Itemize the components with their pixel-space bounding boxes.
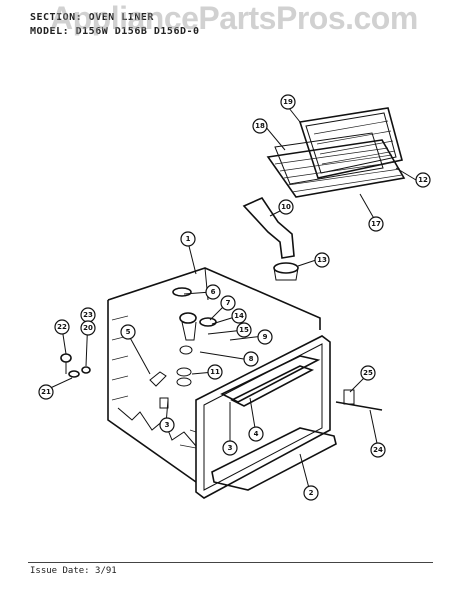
svg-text:22: 22 bbox=[57, 323, 67, 331]
vent-duct bbox=[242, 196, 295, 259]
callout-13: 13 bbox=[314, 252, 330, 268]
svg-text:18: 18 bbox=[255, 122, 265, 130]
svg-text:23: 23 bbox=[83, 311, 93, 319]
callout-22: 22 bbox=[54, 319, 70, 335]
broil-element bbox=[220, 355, 321, 407]
callout-1: 1 bbox=[180, 231, 196, 247]
section-title: SECTION: OVEN LINER bbox=[30, 12, 154, 23]
svg-text:12: 12 bbox=[418, 176, 428, 184]
callout-6: 6 bbox=[205, 284, 221, 300]
oven-rack bbox=[266, 139, 406, 198]
callout-12: 12 bbox=[415, 172, 431, 188]
callout-10: 10 bbox=[278, 199, 294, 215]
svg-text:5: 5 bbox=[126, 328, 131, 336]
callout-3-right: 3 bbox=[222, 440, 238, 456]
callout-20: 20 bbox=[80, 320, 96, 336]
svg-text:20: 20 bbox=[83, 324, 93, 332]
callout-25: 25 bbox=[360, 365, 376, 381]
svg-text:9: 9 bbox=[263, 333, 268, 341]
svg-text:17: 17 bbox=[371, 220, 381, 228]
callout-24: 24 bbox=[370, 442, 386, 458]
model-line: MODEL: D156W D156B D156D-0 bbox=[30, 26, 200, 37]
svg-text:11: 11 bbox=[210, 368, 220, 376]
svg-text:25: 25 bbox=[363, 369, 373, 377]
rod-assembly bbox=[335, 389, 383, 411]
issue-date: Issue Date: 3/91 bbox=[30, 566, 117, 576]
svg-text:19: 19 bbox=[283, 98, 293, 106]
callout-19: 19 bbox=[280, 94, 296, 110]
svg-text:3: 3 bbox=[228, 444, 233, 452]
svg-text:21: 21 bbox=[41, 388, 51, 396]
callout-8: 8 bbox=[243, 351, 259, 367]
callout-21: 21 bbox=[38, 384, 54, 400]
svg-text:15: 15 bbox=[239, 326, 249, 334]
svg-text:4: 4 bbox=[254, 430, 259, 438]
svg-text:14: 14 bbox=[234, 312, 244, 320]
watermark: AppliancePartsPros.com bbox=[50, 0, 418, 36]
callout-14: 14 bbox=[231, 308, 247, 324]
footer-divider bbox=[28, 562, 433, 563]
bake-element bbox=[211, 427, 337, 491]
callout-17: 17 bbox=[368, 216, 384, 232]
side-hardware bbox=[60, 353, 91, 378]
broiler-insert bbox=[274, 132, 384, 185]
vent-cap bbox=[273, 262, 299, 281]
callout-5: 5 bbox=[120, 324, 136, 340]
callout-3-left: 3 bbox=[159, 417, 175, 433]
callout-15: 15 bbox=[236, 322, 252, 338]
svg-text:7: 7 bbox=[226, 299, 231, 307]
callout-2: 2 bbox=[303, 485, 319, 501]
svg-text:8: 8 bbox=[249, 355, 254, 363]
svg-text:13: 13 bbox=[317, 256, 327, 264]
oven-liner bbox=[107, 267, 331, 499]
callout-7: 7 bbox=[220, 295, 236, 311]
svg-text:2: 2 bbox=[309, 489, 314, 497]
svg-text:3: 3 bbox=[165, 421, 170, 429]
light-socket bbox=[149, 371, 169, 409]
svg-text:10: 10 bbox=[281, 203, 291, 211]
callout-23: 23 bbox=[80, 307, 96, 323]
svg-text:6: 6 bbox=[211, 288, 216, 296]
svg-text:1: 1 bbox=[186, 235, 191, 243]
callout-18: 18 bbox=[252, 118, 268, 134]
sensor-parts bbox=[176, 312, 197, 387]
callout-4: 4 bbox=[248, 426, 264, 442]
callout-9: 9 bbox=[257, 329, 273, 345]
callout-11: 11 bbox=[207, 364, 223, 380]
svg-text:24: 24 bbox=[373, 446, 383, 454]
broiler-pan bbox=[298, 107, 403, 179]
